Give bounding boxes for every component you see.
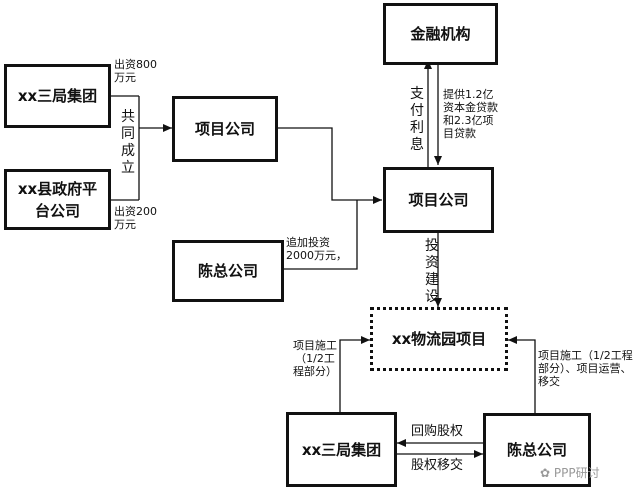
- node-xxsanju-bottom: xx三局集团: [286, 412, 397, 487]
- node-xian-gov: xx县政府平台公司: [4, 169, 111, 230]
- arrow-left-to-center: [278, 127, 382, 204]
- label-yijiao: 股权移交: [411, 458, 464, 473]
- node-xiangmu-center: 项目公司: [383, 167, 494, 233]
- label-invest800: 出资800万元: [114, 58, 157, 84]
- label-invest200: 出资200万元: [114, 205, 157, 231]
- label-gongtong: 共同成立: [121, 109, 135, 176]
- node-wuliu: xx物流园项目: [370, 307, 508, 371]
- arrow-shigong-right: [508, 336, 536, 413]
- node-chenzong-bottom: 陈总公司: [483, 413, 591, 487]
- watermark-text: PPP研讨: [553, 466, 600, 480]
- node-xxsanju-top: xx三局集团: [4, 64, 111, 128]
- label-touzi: 投资建设: [425, 238, 439, 305]
- node-jinrong: 金融机构: [383, 3, 498, 65]
- node-xiangmu-left: 项目公司: [172, 96, 278, 162]
- watermark: ✿ PPP研讨: [540, 464, 600, 481]
- label-zhuijia: 追加投资2000万元，: [286, 236, 347, 262]
- arrow-chenzong-to-center: [284, 200, 358, 270]
- wechat-icon: ✿: [540, 466, 551, 480]
- arrow-shigong-left: [339, 336, 370, 412]
- label-shigong-left: 项目施工（1/2工程部分）: [293, 339, 337, 378]
- label-tigong: 提供1.2亿资本金贷款和2.3亿项目贷款: [443, 88, 498, 140]
- label-shigong-right: 项目施工（1/2工程部分）、项目运营、移交: [538, 349, 633, 388]
- label-huigou: 回购股权: [411, 424, 464, 439]
- label-zhifu: 支付利息: [410, 86, 424, 153]
- node-chenzong-left: 陈总公司: [172, 240, 284, 302]
